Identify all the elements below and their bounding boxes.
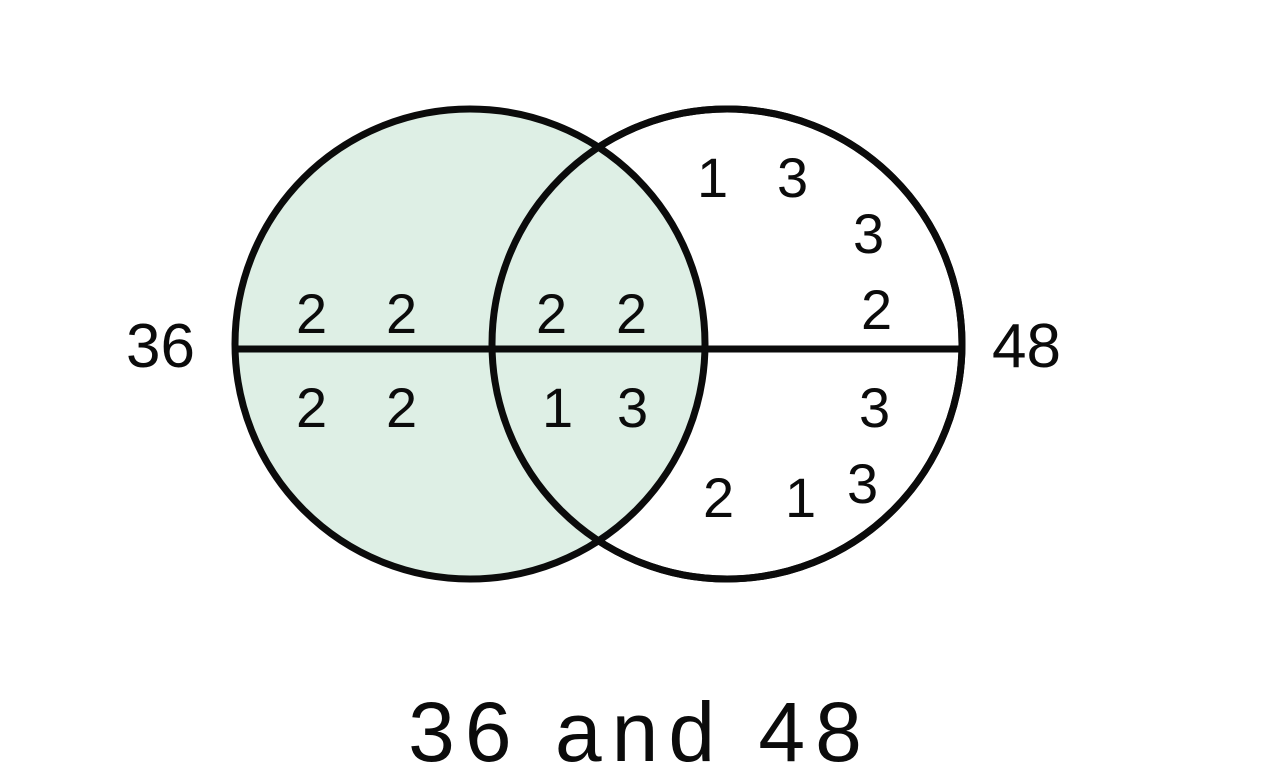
- bottom-caption: 36 and 48: [408, 690, 872, 774]
- left-only-top-digit-2: 2: [386, 282, 418, 345]
- venn-diagram-graphic: [231, 105, 966, 583]
- intersection-top-digit-1: 2: [536, 282, 568, 345]
- left-only-bottom-digit-2: 2: [386, 376, 418, 439]
- right-only-bottom-digit-1: 3: [859, 376, 891, 439]
- right-only-bottom-digit-4: 3: [847, 452, 879, 515]
- right-circle-outline: [488, 105, 966, 583]
- right-only-bottom-digit-2: 2: [703, 466, 735, 529]
- right-only-top-digit-4: 2: [861, 278, 893, 341]
- left-only-bottom-digit-1: 2: [296, 376, 328, 439]
- left-total-label: 36: [126, 312, 195, 381]
- right-only-top-digit-3: 3: [853, 202, 885, 265]
- intersection-bottom-digit-1: 1: [542, 376, 574, 439]
- intersection-top-digit-2: 2: [616, 282, 648, 345]
- right-only-bottom-digit-3: 1: [785, 466, 817, 529]
- intersection-bottom-digit-2: 3: [617, 376, 649, 439]
- right-only-top-digit-2: 3: [777, 146, 809, 209]
- right-total-label: 48: [992, 312, 1061, 381]
- venn-diagram-canvas: 36 48 2 2 2 2 2 2 1 3 1 3 3 2 3 2 1 3 36…: [126, 105, 1061, 774]
- right-only-top-digit-1: 1: [697, 146, 729, 209]
- left-circle-shape: [231, 105, 709, 583]
- left-only-top-digit-1: 2: [296, 282, 328, 345]
